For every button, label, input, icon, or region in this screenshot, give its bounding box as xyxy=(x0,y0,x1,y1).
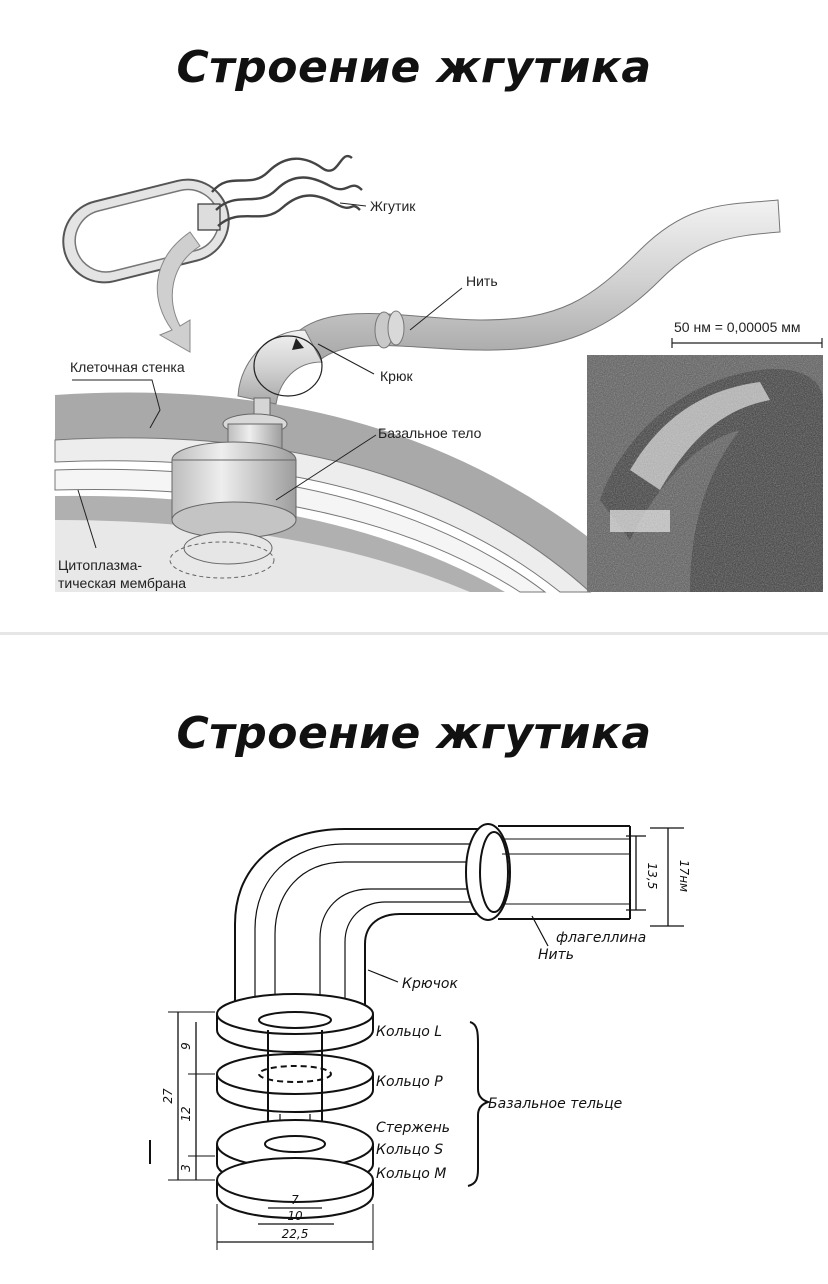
dim-total-height: 27 xyxy=(161,1088,175,1104)
label-ring-m: Кольцо M xyxy=(376,1166,446,1182)
cell-wall xyxy=(54,392,650,593)
bacterium-cell xyxy=(62,178,230,284)
hook-rotation-ring xyxy=(253,335,323,397)
panel-divider xyxy=(0,632,828,635)
label-filament: Нить xyxy=(466,273,498,289)
label-hook: Крюк xyxy=(380,368,413,384)
scale-label: 50 нм = 0,00005 мм xyxy=(674,319,801,335)
hook-tube xyxy=(237,329,323,405)
top-panel: Строение жгутика xyxy=(0,0,828,632)
label-cell-wall: Клеточная стенка xyxy=(70,359,185,375)
flagellum-schematic: 13,5 17нм 27 9 12 3 7 10 22,5 флагеллина… xyxy=(149,823,691,1250)
dim-width-10: 10 xyxy=(287,1209,303,1223)
basal-body xyxy=(169,397,297,579)
leader-lines xyxy=(72,202,463,549)
label-flagellin: флагеллина xyxy=(556,930,646,946)
label-hook-bottom: Крючок xyxy=(402,976,458,992)
dim-upper-segment: 9 xyxy=(179,1042,193,1050)
filament-tube xyxy=(299,199,781,361)
dim-lower-segment: 3 xyxy=(179,1164,193,1172)
label-ring-l: Кольцо L xyxy=(376,1024,442,1040)
label-rod: Стержень xyxy=(376,1120,450,1136)
dim-width-22: 22,5 xyxy=(282,1227,309,1241)
flagella-waves xyxy=(211,154,363,227)
label-membrane-line2: тическая мембрана xyxy=(58,575,186,591)
dim-width-7: 7 xyxy=(291,1193,299,1207)
filament-schematic xyxy=(498,825,631,920)
label-filament-bottom: Нить xyxy=(538,947,574,963)
label-ring-p: Кольцо P xyxy=(376,1074,443,1090)
ring-p xyxy=(216,1053,374,1095)
junction-ring xyxy=(465,823,511,921)
label-flagellum: Жгутик xyxy=(370,198,416,214)
electron-micrograph xyxy=(587,355,823,592)
label-ring-s: Кольцо S xyxy=(376,1142,443,1158)
bottom-title: Строение жгутика xyxy=(176,708,652,759)
top-title: Строение жгутика xyxy=(176,42,652,93)
label-basal-body: Базальное тело xyxy=(378,425,482,441)
dim-inner-diameter: 13,5 xyxy=(645,863,659,890)
label-basal-body-bottom: Базальное тельце xyxy=(488,1096,622,1112)
zoom-arrow xyxy=(156,231,201,353)
dim-middle-segment: 12 xyxy=(179,1106,193,1121)
dim-outer-diameter: 17нм xyxy=(677,860,691,892)
label-membrane-line1: Цитоплазма- xyxy=(58,557,142,573)
flagellum-illustration: 50 нм = 0,00005 мм Жгутик Нить Крюк Клет… xyxy=(54,154,823,593)
basal-body-brace xyxy=(467,1021,492,1187)
hook-elbow xyxy=(234,828,495,1014)
